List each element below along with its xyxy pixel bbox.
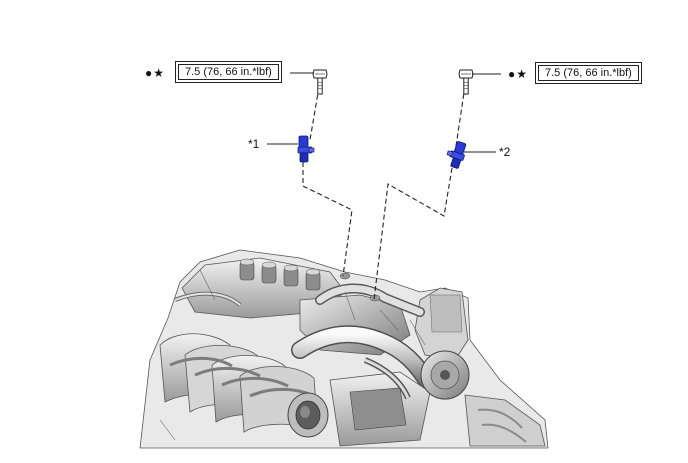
assembly-line-right-upper [455, 85, 466, 147]
torque-marks-right: ●★ [508, 67, 529, 81]
assembly-line-right-lower [373, 167, 453, 301]
torque-spec-box-right: 7.5 (76, 66 in.*lbf) [535, 62, 642, 84]
assembly-line-left-upper [309, 86, 320, 141]
torque-spec-value-left: 7.5 (76, 66 in.*lbf) [178, 64, 279, 80]
engine-illustration [139, 249, 549, 449]
leader-lines [267, 72, 501, 153]
torque-spec-value-right: 7.5 (76, 66 in.*lbf) [538, 65, 639, 81]
assembly-line-left-lower [302, 162, 353, 277]
assembly-path-lines [302, 85, 466, 301]
torque-spec-box-left: 7.5 (76, 66 in.*lbf) [175, 61, 282, 83]
callout-label-1: *1 [248, 137, 260, 151]
bolt-left-icon [312, 69, 328, 95]
sensor-2-icon [446, 141, 467, 169]
callout-label-2: *2 [499, 145, 511, 159]
bolt-right-icon [458, 69, 474, 95]
sensor-1-icon [297, 135, 315, 163]
torque-marks-left: ●★ [145, 66, 166, 80]
